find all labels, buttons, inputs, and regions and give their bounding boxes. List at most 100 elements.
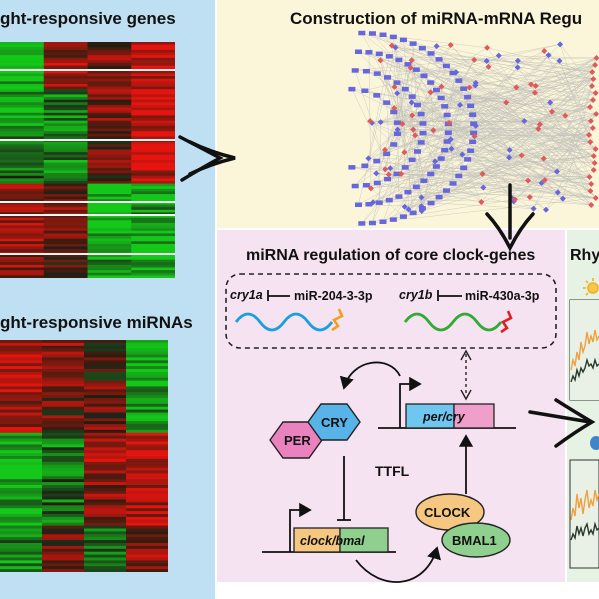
heatmap-cell <box>87 183 132 187</box>
heatmap-cell <box>0 76 45 80</box>
network-node-mirna <box>593 55 599 61</box>
network-node <box>472 82 479 89</box>
heatmap-cell <box>87 146 132 151</box>
heatmap-cell <box>87 47 132 51</box>
heatmap-cell <box>126 499 168 503</box>
heatmap-cell <box>43 220 88 224</box>
network-node <box>548 108 555 115</box>
cry-hexagon <box>307 403 361 441</box>
heatmap-cell <box>84 450 127 454</box>
heatmap-cell <box>0 230 45 234</box>
heatmap-cell <box>84 447 127 451</box>
heatmap-cell <box>87 83 132 88</box>
heatmap-cell <box>126 453 168 457</box>
heatmap-cell <box>84 363 127 367</box>
heatmap-cell <box>0 508 43 512</box>
heatmap-cell <box>126 511 168 515</box>
heatmap-cell <box>43 65 88 69</box>
heatmap-cell <box>87 144 132 148</box>
heatmap-cell <box>131 120 175 124</box>
heatmap-cell <box>0 519 43 524</box>
heatmap-cell <box>87 62 132 67</box>
network-node <box>526 194 533 201</box>
heatmap-cell <box>126 473 168 477</box>
heatmap-cell <box>87 236 132 240</box>
heatmap-cell <box>87 188 132 192</box>
network-node <box>373 170 380 177</box>
heatmap-cell <box>0 499 43 503</box>
network-node-mrna <box>409 210 417 216</box>
heatmap-cell <box>126 444 168 448</box>
heatmap-cell <box>0 479 43 483</box>
network-node <box>480 184 487 191</box>
heatmap-cell <box>84 519 127 524</box>
heatmap-cell <box>43 157 88 161</box>
heatmap-cell <box>126 560 168 564</box>
heatmap-cell <box>0 233 45 237</box>
heatmap-cell <box>0 377 43 382</box>
heatmap-cell <box>0 254 45 258</box>
heatmap-cell <box>0 175 45 179</box>
heatmap-cell <box>43 60 88 64</box>
per-cry-gene-box-pink <box>453 403 495 429</box>
heatmap-cell <box>0 102 45 106</box>
heatmap-cell <box>126 403 168 408</box>
heatmap-cell <box>0 42 45 46</box>
heatmap-cell <box>84 534 127 538</box>
heatmap-cell <box>126 563 168 567</box>
heatmap-cell <box>43 149 88 153</box>
network-node-mrna <box>393 131 401 137</box>
heatmap-cell <box>43 217 88 221</box>
heatmap-cell <box>126 467 168 471</box>
heatmap-cell <box>42 508 85 512</box>
heatmap-cell <box>43 188 88 192</box>
network-node <box>484 44 491 51</box>
heatmap-cell <box>42 485 85 489</box>
heatmap-cell <box>131 191 175 195</box>
heatmap-cell <box>42 531 85 535</box>
mir204-label: miR-204-3-3p <box>294 289 373 303</box>
heatmap-cell <box>0 438 43 442</box>
heatmap-cell <box>0 406 43 411</box>
cry1b-label: cry1b <box>399 288 433 302</box>
network-node <box>485 63 492 70</box>
heatmap-cell <box>42 525 85 529</box>
heatmap-cell <box>126 540 168 544</box>
network-node-mrna <box>401 165 409 170</box>
bmal1-protein-label: BMAL1 <box>452 533 497 548</box>
heatmap-cell <box>0 560 43 564</box>
heatmap-cell <box>0 409 43 413</box>
heatmap-cell <box>43 243 88 248</box>
network-node-mrna <box>441 104 449 109</box>
heatmap-cell <box>84 458 127 463</box>
heatmap-cell <box>84 427 127 431</box>
heatmap-cell <box>131 78 175 82</box>
heatmap-cell <box>126 374 168 379</box>
network-node-mrna <box>373 71 381 76</box>
heatmap-cell <box>84 493 127 498</box>
heatmap-cell <box>43 249 88 253</box>
heatmap-cell <box>84 357 127 361</box>
heatmap-cell <box>43 254 88 258</box>
heatmap-cell <box>131 254 175 258</box>
heatmap-cell <box>126 490 168 495</box>
network-node <box>506 147 513 154</box>
heatmap-cell <box>0 270 45 274</box>
heatmap-cell <box>87 270 132 274</box>
heatmap-cell <box>42 534 85 538</box>
network-node-mrna <box>395 57 403 63</box>
heatmap-cell <box>131 186 175 190</box>
heatmap-cell <box>0 94 45 98</box>
heatmap-cell <box>43 42 88 46</box>
heatmap-cell <box>0 162 45 166</box>
heatmap-cell <box>87 73 132 77</box>
heatmap-cell <box>84 354 127 358</box>
heatmap-cell <box>42 502 85 506</box>
heatmap-cell <box>0 458 43 463</box>
network-node <box>528 81 535 88</box>
heatmap-cell <box>131 267 175 271</box>
heatmap-cell <box>0 110 45 114</box>
heatmap-cell <box>126 363 168 367</box>
clock-protein-label: CLOCK <box>424 505 471 520</box>
network-node-mrna <box>375 200 383 205</box>
